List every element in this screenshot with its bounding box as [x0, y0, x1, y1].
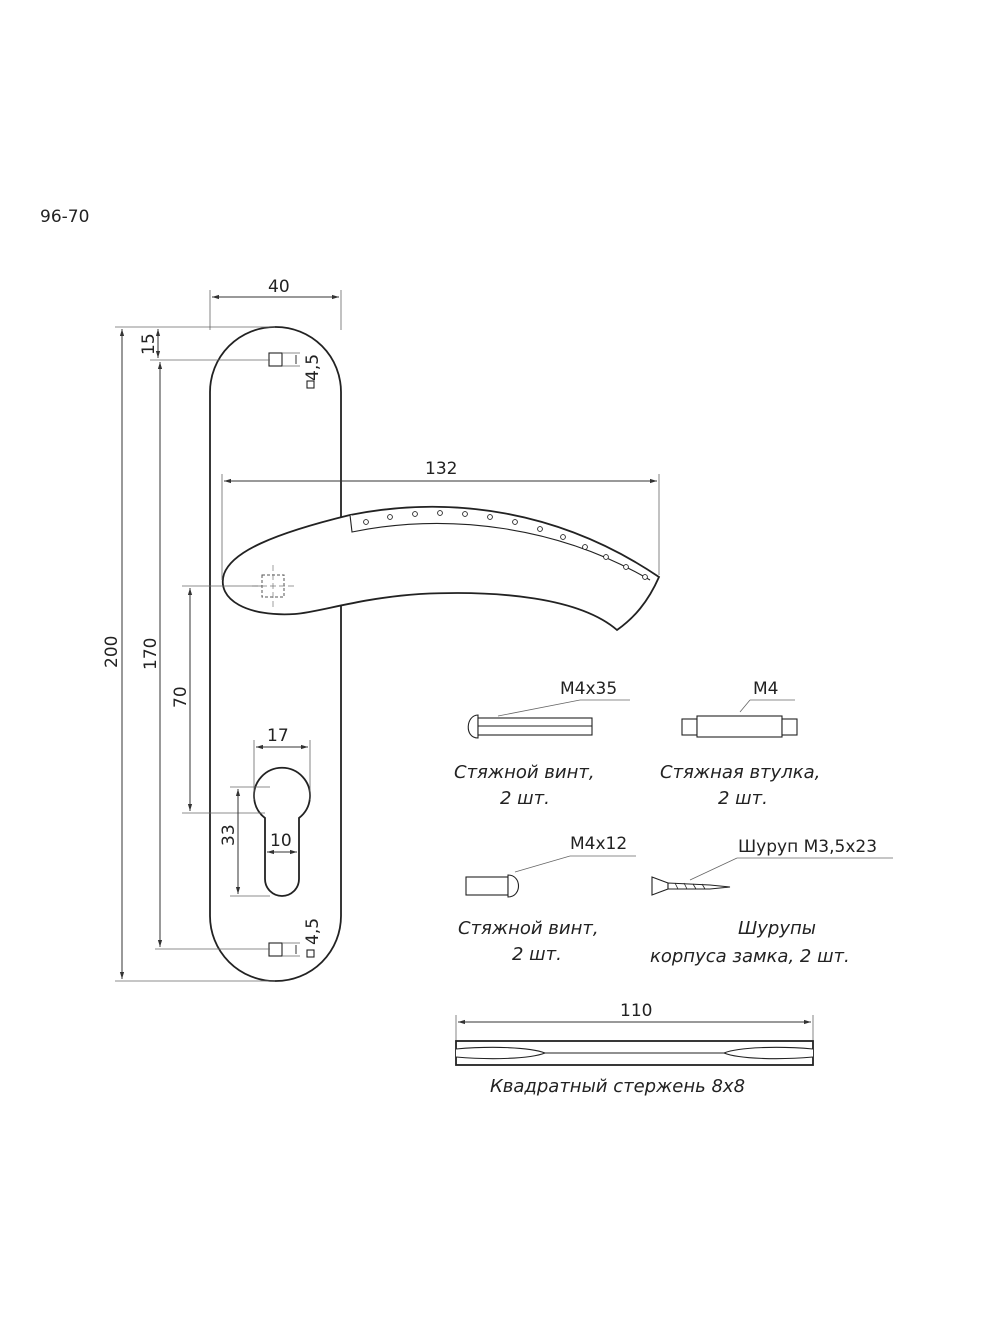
bottom-screw-hole	[268, 942, 283, 957]
dim-total-height-label: 200	[102, 636, 122, 668]
dim-hole-top: 4,5	[282, 352, 323, 381]
dim-top-offset-label: 15	[139, 333, 159, 355]
dim-plate-width: 40	[209, 277, 342, 330]
lever-outline	[221, 505, 661, 632]
wood-screw-spec: Шуруп М3,5x23	[738, 837, 877, 857]
model-label: 96-70	[40, 207, 89, 227]
bushing-caption-1: Стяжная втулка,	[660, 762, 820, 783]
screw-short-caption-1: Стяжной винт,	[458, 918, 599, 939]
dim-handle-length: 132	[221, 459, 660, 580]
dim-cyl-width: 17	[253, 726, 311, 800]
dim-axis-distance-label: 70	[171, 686, 191, 708]
dim-cyl-slot-label: 10	[270, 831, 292, 851]
screw-long-spec: M4x35	[560, 679, 617, 699]
top-screw-hole	[268, 352, 283, 367]
dim-cyl-width-label: 17	[267, 726, 289, 746]
rod-length-label: 110	[620, 1001, 652, 1021]
wood-screw-caption-1: Шурупы	[738, 918, 816, 939]
plate-outline	[209, 326, 342, 982]
rod-caption: Квадратный стержень 8x8	[490, 1076, 745, 1097]
dim-holes-distance-label: 170	[141, 638, 161, 670]
dim-hole-bottom: 4,5	[282, 918, 323, 957]
lever-dots	[363, 510, 648, 580]
screw-short-spec: M4x12	[570, 834, 627, 854]
dim-hole-top-label: 4,5	[303, 354, 323, 381]
top-hole-marker	[306, 380, 315, 389]
dim-top-offset: 15	[139, 329, 270, 361]
bushing-spec: M4	[753, 679, 778, 699]
wood-screw-caption-2: корпуса замка, 2 шт.	[650, 946, 850, 967]
dim-axis-distance: 70	[171, 585, 265, 814]
dim-cyl-height-label: 33	[219, 824, 239, 846]
dim-handle-length-label: 132	[425, 459, 457, 479]
bushing-caption-2: 2 шт.	[718, 788, 768, 809]
screw-long-caption-1: Стяжной винт,	[454, 762, 595, 783]
lever-decor-band	[349, 514, 651, 581]
part-screw-short: M4x12 Стяжной винт, 2 шт.	[458, 834, 636, 965]
part-wood-screw: Шуруп М3,5x23 Шурупы корпуса замка, 2 шт…	[650, 837, 893, 967]
dim-holes-distance: 170	[141, 362, 270, 950]
part-bushing: M4 Стяжная втулка, 2 шт.	[660, 679, 820, 809]
screw-short-caption-2: 2 шт.	[512, 944, 562, 965]
dim-cyl-slot: 10	[267, 831, 297, 855]
dim-total-height: 200	[102, 326, 275, 982]
part-square-rod: 110 Квадратный стержень 8x8	[455, 1001, 814, 1097]
screw-long-caption-2: 2 шт.	[500, 788, 550, 809]
part-screw-long: M4x35 Стяжной винт, 2 шт.	[454, 679, 630, 809]
bottom-hole-marker	[306, 949, 315, 958]
back-plate	[209, 326, 342, 982]
dim-plate-width-label: 40	[268, 277, 290, 297]
dim-hole-bottom-label: 4,5	[303, 918, 323, 945]
lever-handle	[221, 505, 661, 632]
dim-cyl-height: 33	[219, 786, 270, 897]
